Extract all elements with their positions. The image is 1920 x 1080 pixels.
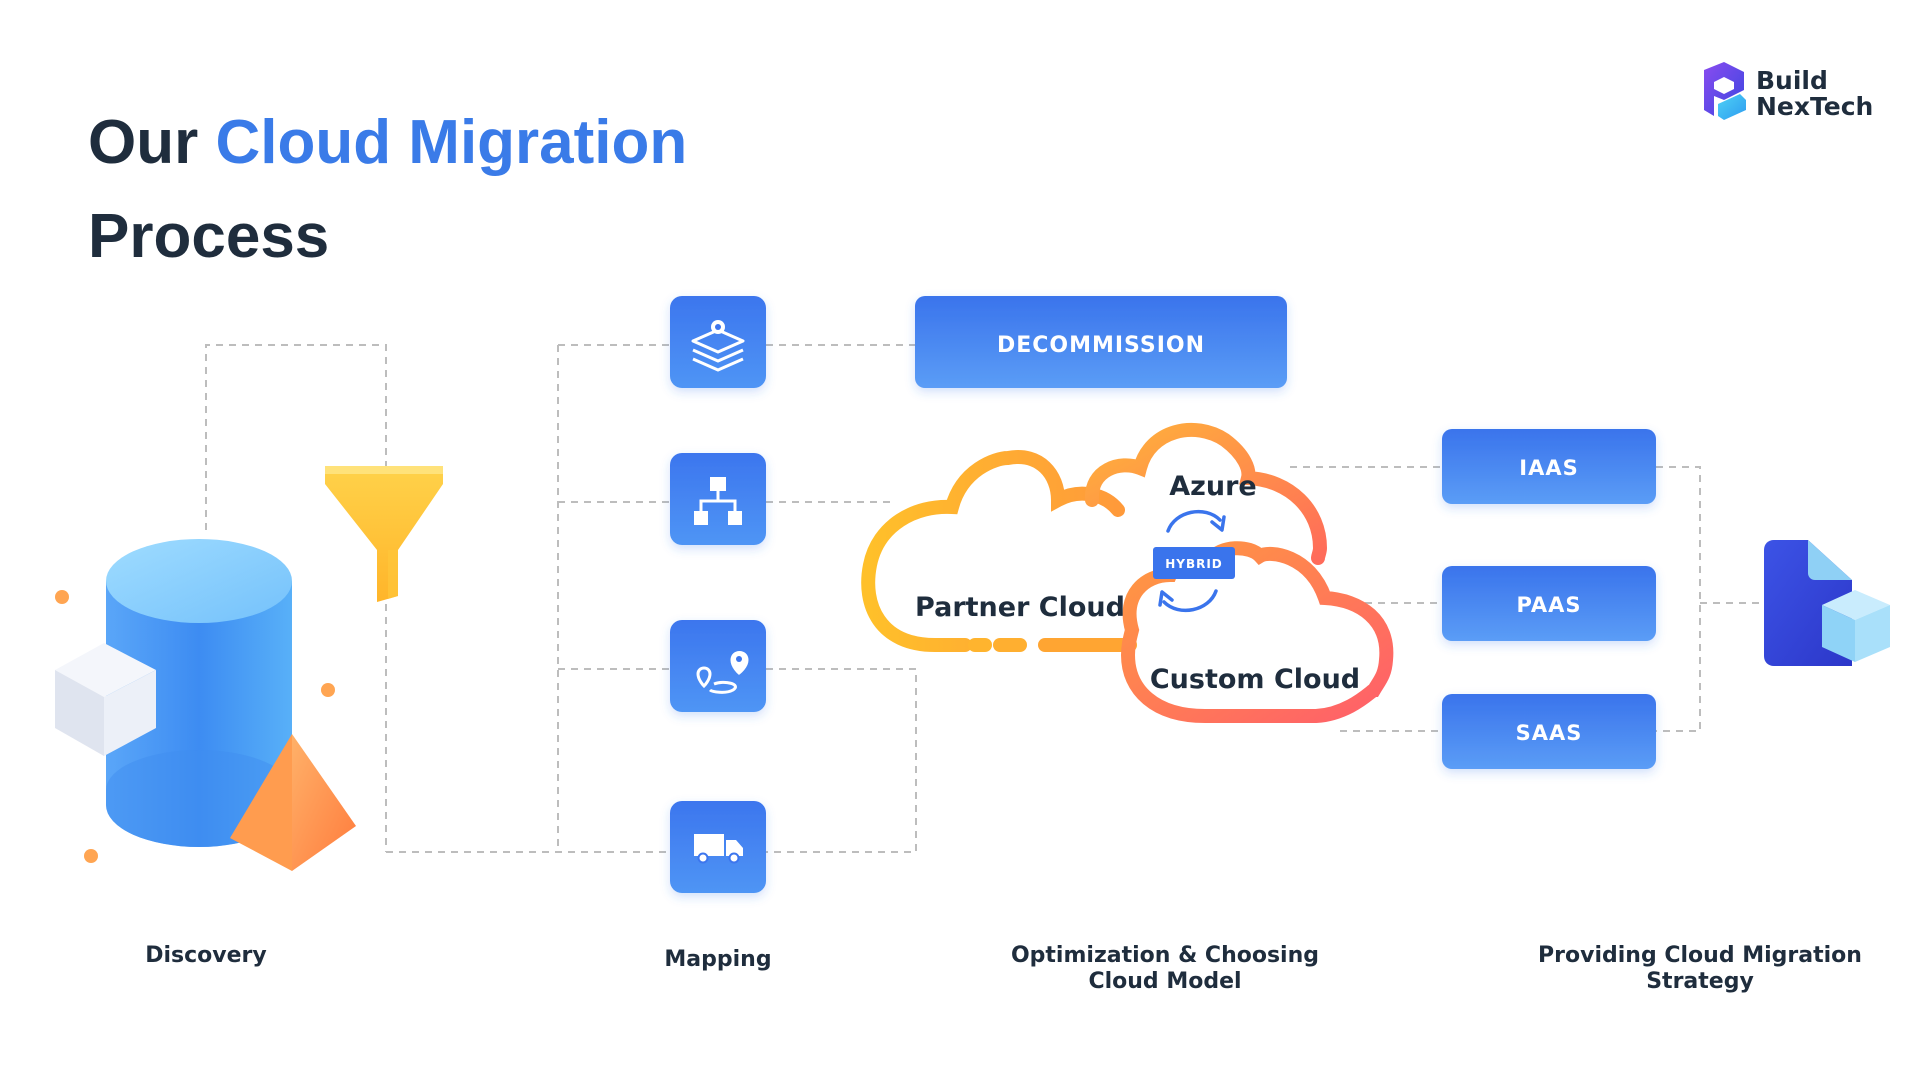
stage-label-optimization-line1: Optimization & Choosing [1010,943,1320,968]
hierarchy-icon [694,477,742,525]
decor-dot [55,590,69,604]
document-box-icon [1764,540,1890,666]
partner-cloud-label: Partner Cloud [915,592,1125,623]
saas-label: SAAS [1516,721,1583,745]
stage-label-optimization-line2: Cloud Model [1088,969,1242,994]
stage-label-discovery: Discovery [145,943,267,968]
brand-logo: Build NexTech [1700,58,1880,128]
azure-label: Azure [1169,471,1256,502]
mapping-tile-route[interactable] [670,620,766,712]
custom-cloud-label: Custom Cloud [1150,664,1360,695]
cloud-cluster [861,422,1394,723]
stage-label-strategy-line2: Strategy [1646,969,1754,994]
paas-label: PAAS [1516,593,1581,617]
mapping-tile-transfer[interactable] [670,801,766,893]
hybrid-badge: HYBRID [1153,547,1235,579]
logo-mark-icon [1704,62,1746,120]
gear-stack-icon [691,320,745,372]
decor-dot [84,849,98,863]
decommission-label: DECOMMISSION [997,333,1205,358]
stage-label-strategy-line1: Providing Cloud Migration [1538,943,1862,968]
title-highlight: Cloud Migration [215,108,688,177]
discovery-illustration [55,466,443,871]
logo-text-line2: NexTech [1756,92,1874,121]
route-pin-icon [696,651,749,694]
stage-label-optimization: Optimization & Choosing Cloud Model [1000,943,1330,995]
dashed-connectors [205,344,1760,853]
paas-button[interactable]: PAAS [1442,566,1656,641]
sync-arrows-icon [1158,509,1226,613]
funnel-icon [325,466,443,602]
hybrid-label: HYBRID [1165,557,1223,571]
page-title: Our Cloud Migration Process [88,96,687,284]
logo-text-line1: Build [1756,66,1828,95]
cube-icon [55,643,156,756]
stage-label-strategy: Providing Cloud Migration Strategy [1530,943,1870,995]
stage-label-mapping: Mapping [664,947,772,972]
iaas-button[interactable]: IAAS [1442,429,1656,504]
azure-cloud-shape [1084,422,1328,565]
iaas-label: IAAS [1519,456,1578,480]
title-prefix: Our [88,108,199,177]
truck-icon [694,834,743,864]
pyramid-icon [230,734,356,871]
title-line2: Process [88,202,330,271]
partner-cloud-shape [861,450,1125,652]
saas-button[interactable]: SAAS [1442,694,1656,769]
decor-dot [321,683,335,697]
mapping-tile-structure[interactable] [670,453,766,545]
decommission-button[interactable]: DECOMMISSION [915,296,1287,388]
mapping-tile-configure[interactable] [670,296,766,388]
